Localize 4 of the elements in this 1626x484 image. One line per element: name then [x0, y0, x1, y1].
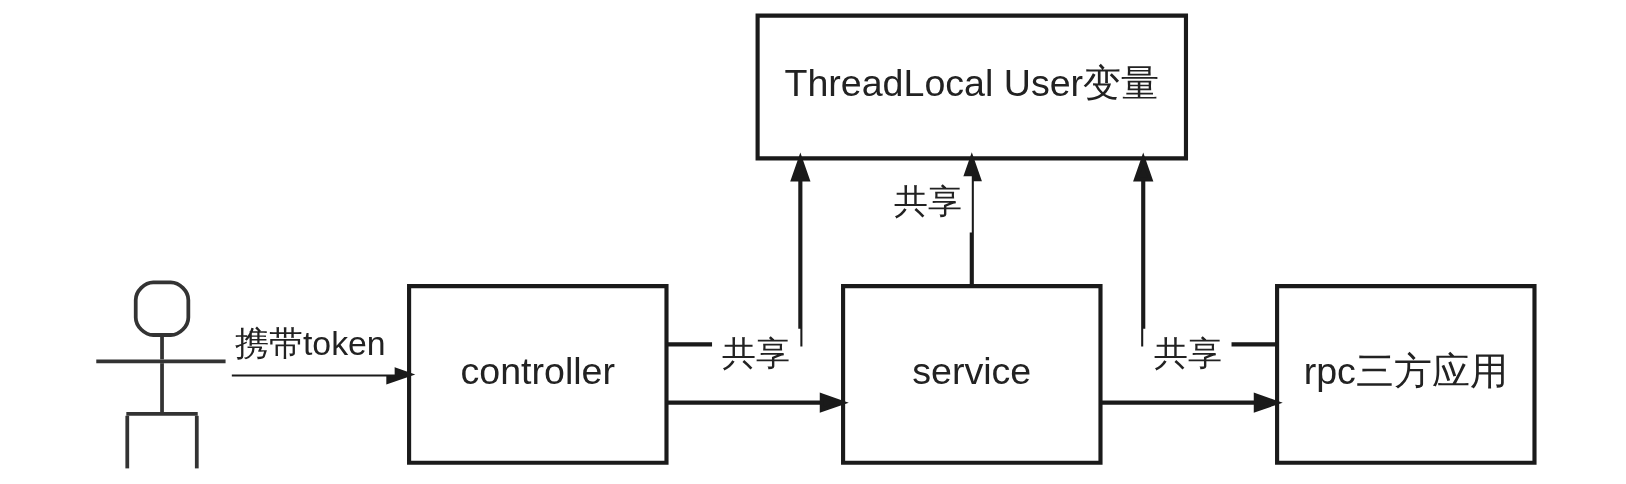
edge-label: 携带token — [234, 323, 386, 362]
edge-label: 共享 — [1153, 334, 1222, 373]
edge-label: 共享 — [721, 334, 790, 373]
edge-label: 共享 — [893, 181, 962, 220]
